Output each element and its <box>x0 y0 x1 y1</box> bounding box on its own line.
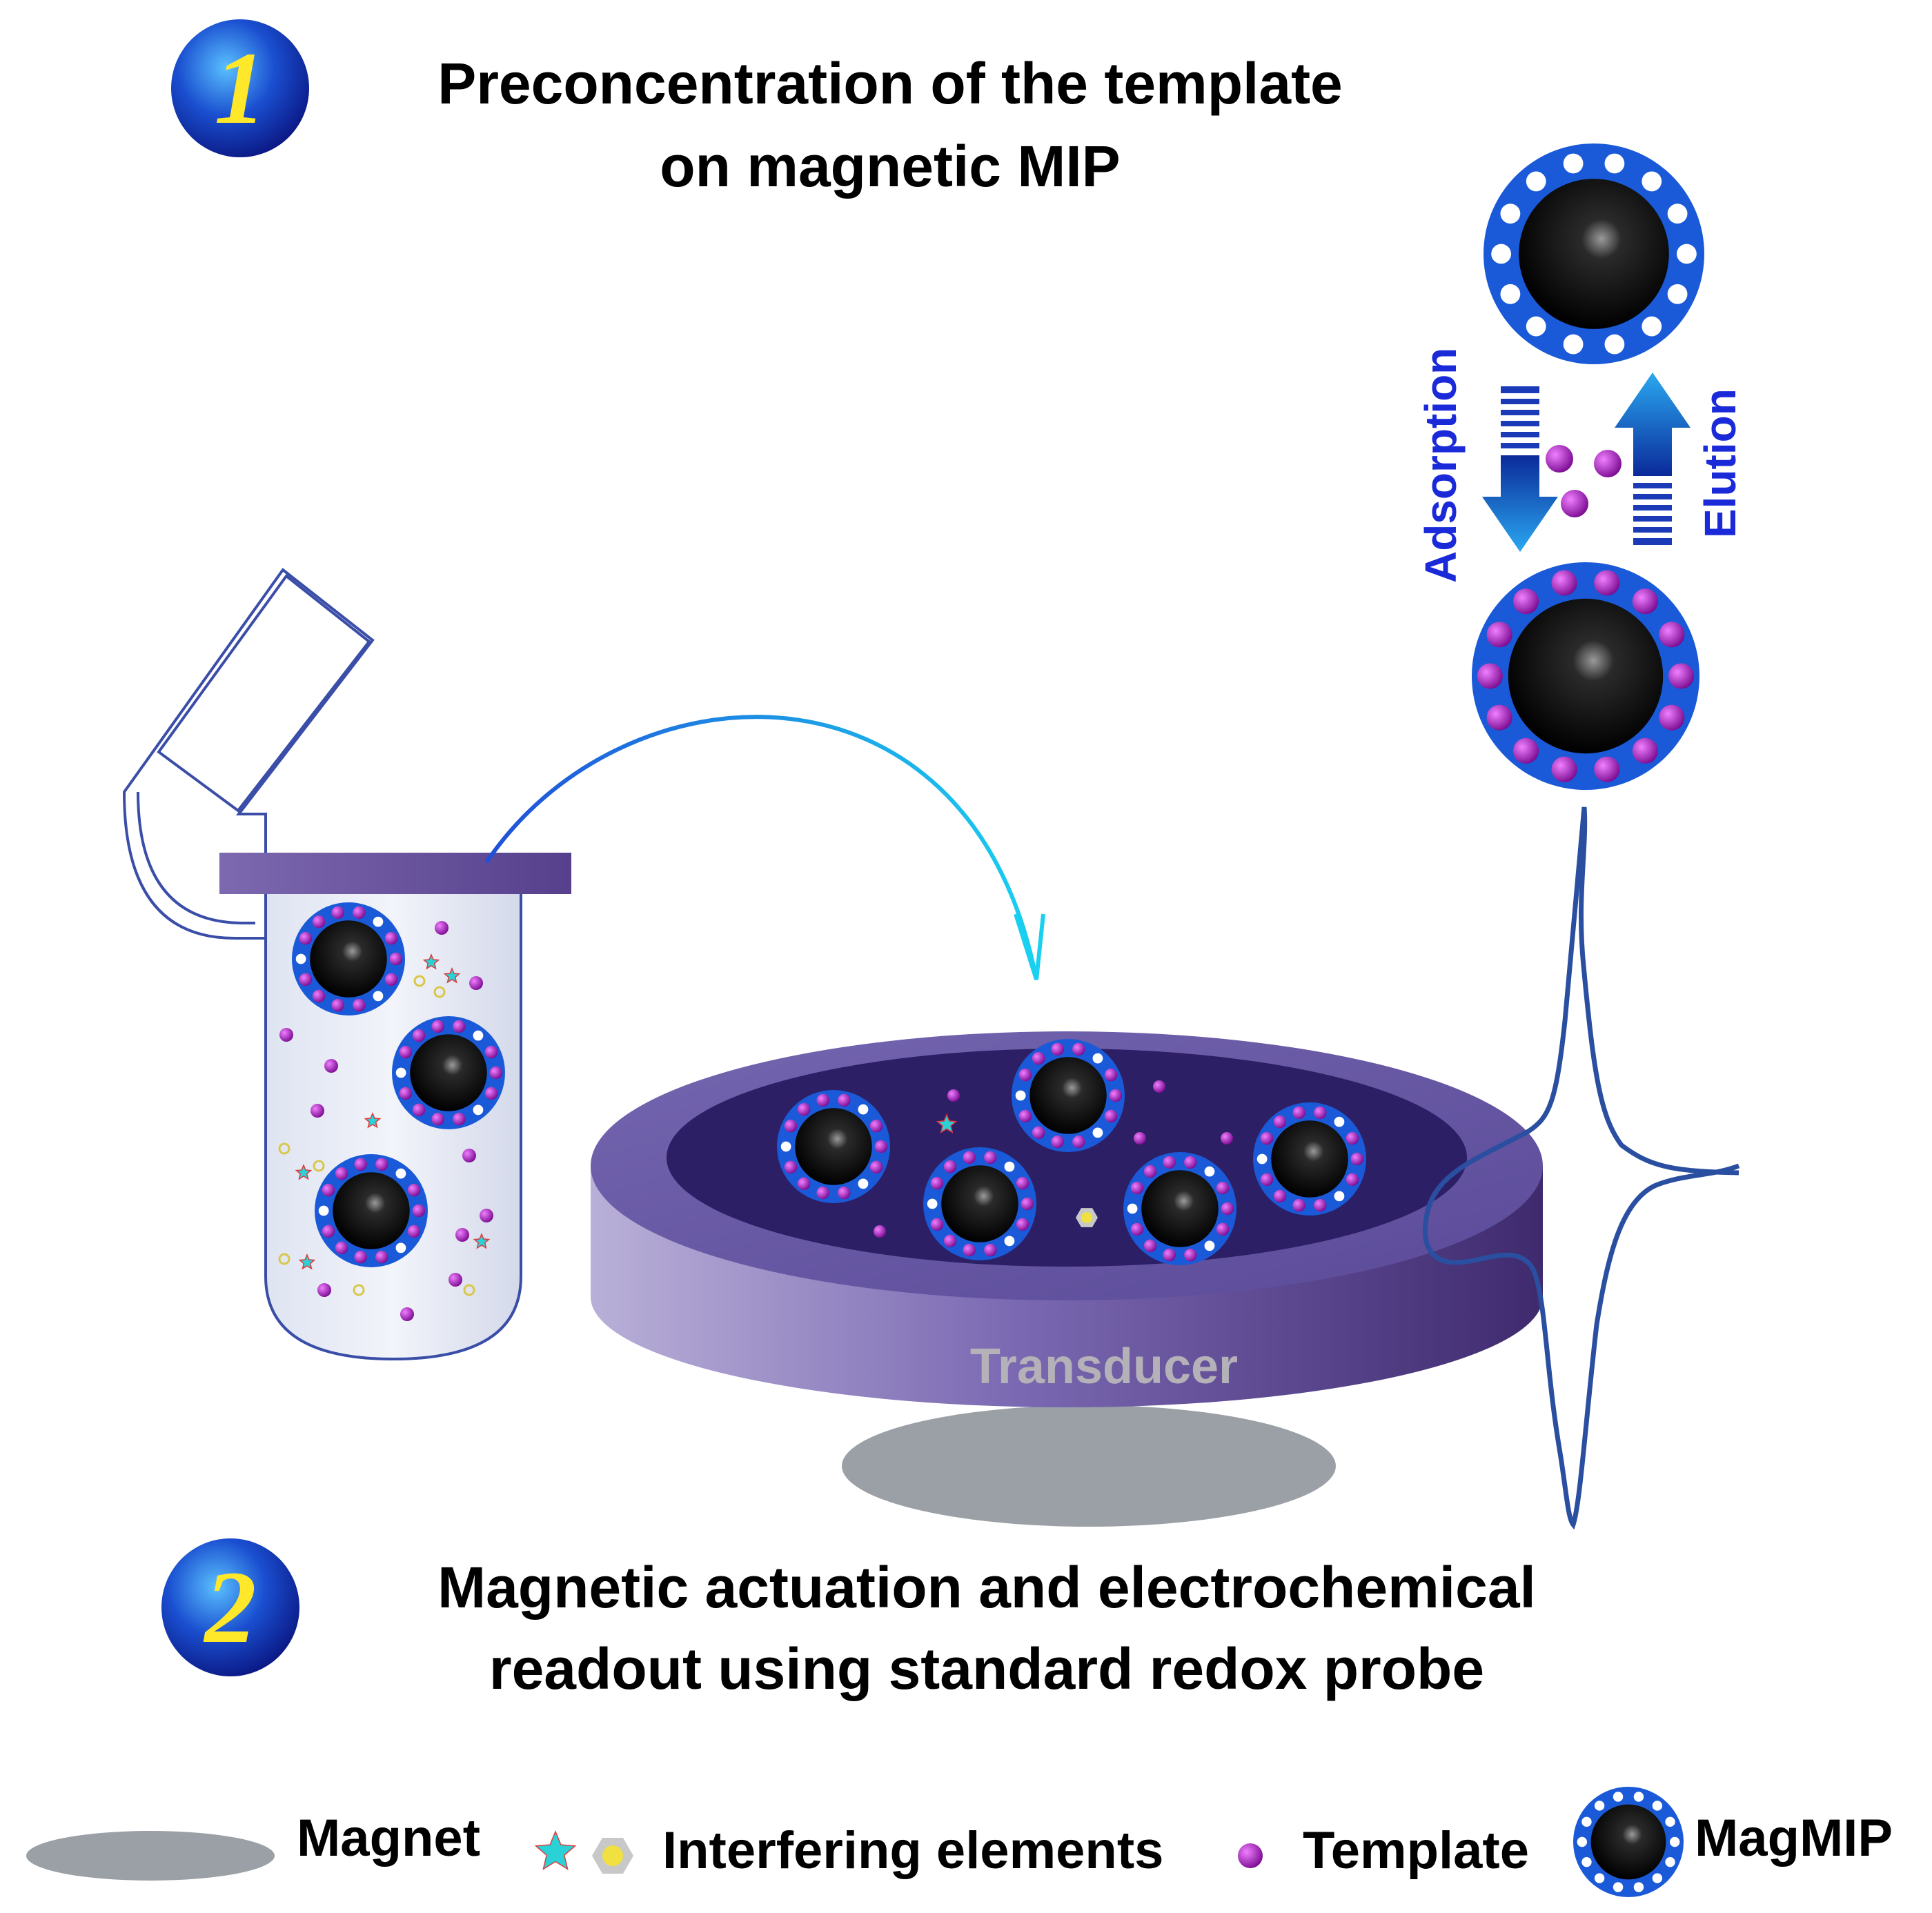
interferent-star <box>443 967 461 984</box>
template-dot <box>947 1089 960 1102</box>
interferent-star <box>295 1164 313 1180</box>
adsorption-arrow <box>1482 386 1558 552</box>
interferent-hex <box>413 975 426 987</box>
transfer-arrow <box>484 715 1045 980</box>
interferent-hex <box>278 1253 290 1265</box>
interferent-star <box>936 1113 958 1133</box>
elution-label: Elution <box>1695 388 1745 538</box>
legend-magnet-label: Magnet <box>297 1809 480 1867</box>
magmip-particle <box>777 1090 890 1203</box>
template-dot <box>455 1228 469 1242</box>
interferent-hex <box>433 986 446 998</box>
legend-magnet-swatch <box>26 1831 275 1881</box>
interferent-hex <box>353 1284 365 1296</box>
template-dot <box>1546 445 1573 473</box>
step2-badge: 2 <box>161 1538 299 1676</box>
legend-magmip-icon <box>1573 1787 1684 1897</box>
magmip-loaded <box>1472 562 1699 790</box>
interferent-star <box>473 1233 491 1249</box>
interferent-star <box>298 1253 316 1270</box>
template-dot <box>1134 1132 1146 1144</box>
template-dot <box>480 1209 493 1222</box>
interferent-star <box>422 953 440 970</box>
template-dot <box>462 1149 476 1162</box>
legend: Magnet Interfering elements Template Mag… <box>26 1809 1893 1881</box>
adsorption-label: Adsorption <box>1416 348 1466 583</box>
template-dot <box>324 1059 338 1073</box>
step2-number: 2 <box>204 1550 257 1665</box>
legend-template-icon <box>1238 1843 1263 1868</box>
legend-interfering-star-icon <box>534 1830 577 1870</box>
template-dot <box>1561 490 1588 517</box>
interferent-hex <box>1076 1208 1098 1227</box>
template-dot <box>400 1307 414 1321</box>
legend-interfering-label: Interfering elements <box>662 1821 1163 1880</box>
step2-title-line1: Magnetic actuation and electrochemical <box>437 1555 1536 1620</box>
template-dot <box>1221 1132 1233 1144</box>
legend-template-label: Template <box>1303 1821 1529 1880</box>
template-dot <box>310 1104 324 1118</box>
step1-title-line2: on magnetic MIP <box>660 134 1120 199</box>
step2-title-line2: readout using standard redox probe <box>489 1636 1484 1701</box>
magmip-particle <box>1253 1102 1366 1216</box>
elution-arrow <box>1615 373 1690 545</box>
interferent-hex <box>278 1142 290 1155</box>
legend-magmip-label: MagMIP <box>1695 1809 1893 1867</box>
magmip-particle <box>292 902 405 1015</box>
template-dot <box>1153 1080 1165 1093</box>
template-dot <box>1594 450 1621 477</box>
voltammogram-curve <box>1422 806 1740 1530</box>
magmip-particle <box>923 1147 1036 1260</box>
magmip-particle <box>392 1016 505 1129</box>
magmip-particle <box>1123 1152 1236 1265</box>
interferent-hex <box>463 1284 475 1296</box>
template-dot <box>448 1273 462 1287</box>
magmip-particle <box>1012 1039 1125 1152</box>
magmip-particle <box>315 1154 428 1267</box>
step1-number: 1 <box>215 31 266 146</box>
template-dot <box>874 1225 886 1238</box>
step1-badge: 1 <box>171 19 309 157</box>
template-dot <box>279 1028 293 1042</box>
step1-title-line1: Preconcentration of the template <box>437 51 1343 116</box>
tube-cap <box>219 853 571 894</box>
magmip-empty <box>1483 143 1704 364</box>
template-dot <box>469 976 483 990</box>
template-dot <box>317 1283 331 1297</box>
interferent-hex <box>313 1160 325 1172</box>
legend-interfering-hex-icon <box>592 1838 633 1874</box>
transducer-label: Transducer <box>970 1339 1238 1394</box>
interferent-star <box>364 1112 382 1129</box>
magnet <box>842 1405 1336 1527</box>
template-dot <box>435 921 448 935</box>
